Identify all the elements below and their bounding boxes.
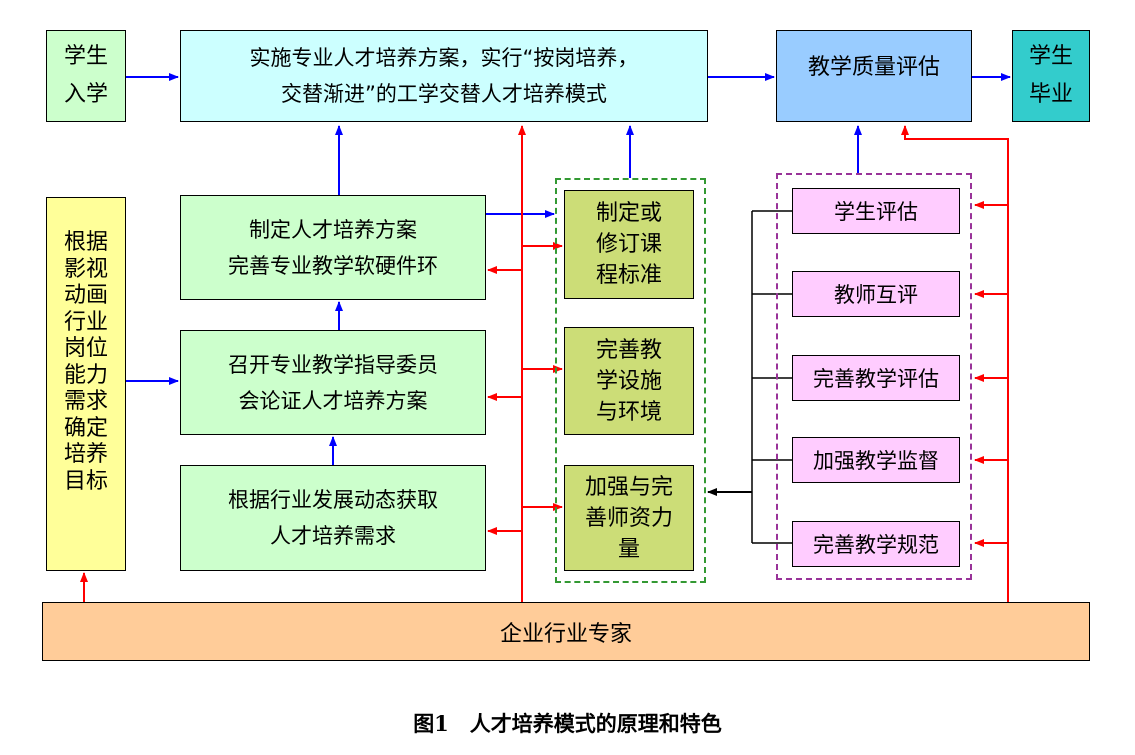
formulate-plan-box: 制定人才培养方案 完善专业教学软硬件环 (180, 195, 486, 300)
course-standard-box: 制定或 修订课 程标准 (564, 190, 694, 299)
obtain-demand-box: 根据行业发展动态获取 人才培养需求 (180, 465, 486, 571)
evaluation-group-frame (776, 173, 972, 580)
formulate-plan-label: 制定人才培养方案 完善专业教学软硬件环 (228, 217, 438, 278)
facility-env-box: 完善教 学设施 与环境 (564, 327, 694, 435)
supervise-label: 加强教学监督 (813, 449, 939, 473)
improve-eval-box: 完善教学评估 (792, 355, 960, 401)
quality-eval-label: 教学质量评估 (807, 55, 940, 80)
industry-experts-box: 企业行业专家 (42, 602, 1090, 661)
improve-eval-label: 完善教学评估 (813, 367, 939, 391)
student-graduate-box: 学生 毕业 (1012, 30, 1090, 122)
student-eval-label: 学生评估 (834, 200, 918, 224)
peer-eval-box: 教师互评 (792, 271, 960, 317)
student-eval-box: 学生评估 (792, 188, 960, 234)
norms-box: 完善教学规范 (792, 521, 960, 567)
committee-review-label: 召开专业教学指导委员 会论证人才培养方案 (228, 352, 438, 413)
obtain-demand-label: 根据行业发展动态获取 人才培养需求 (228, 488, 438, 548)
peer-eval-label: 教师互评 (834, 283, 918, 307)
figure-caption: 图1 人才培养模式的原理和特色 (413, 711, 722, 736)
student-enroll-box: 学生 入学 (46, 30, 126, 122)
course-standard-label: 制定或 修订课 程标准 (595, 201, 662, 288)
student-graduate-label: 学生 毕业 (1028, 44, 1073, 107)
norms-label: 完善教学规范 (813, 533, 939, 557)
teacher-strength-box: 加强与完 善师资力 量 (564, 465, 694, 571)
supervise-box: 加强教学监督 (792, 437, 960, 483)
facility-env-label: 完善教 学设施 与环境 (595, 337, 662, 425)
industry-experts-label: 企业行业专家 (499, 621, 632, 647)
implement-plan-label: 实施专业人才培养方案，实行“按岗培养， 交替渐进”的工学交替人才培养模式 (249, 46, 639, 106)
course-group-frame (555, 178, 706, 583)
teacher-strength-label: 加强与完 善师资力 量 (584, 474, 673, 562)
student-enroll-label: 学生 入学 (63, 44, 108, 107)
training-goal-box: 根据 影视 动画 行业 岗位 能力 需求 确定 培养 目标 (46, 197, 126, 571)
quality-eval-box: 教学质量评估 (776, 30, 972, 122)
training-goal-label: 根据 影视 动画 行业 岗位 能力 需求 确定 培养 目标 (63, 230, 108, 494)
committee-review-box: 召开专业教学指导委员 会论证人才培养方案 (180, 330, 486, 435)
implement-plan-box: 实施专业人才培养方案，实行“按岗培养， 交替渐进”的工学交替人才培养模式 (180, 30, 708, 122)
